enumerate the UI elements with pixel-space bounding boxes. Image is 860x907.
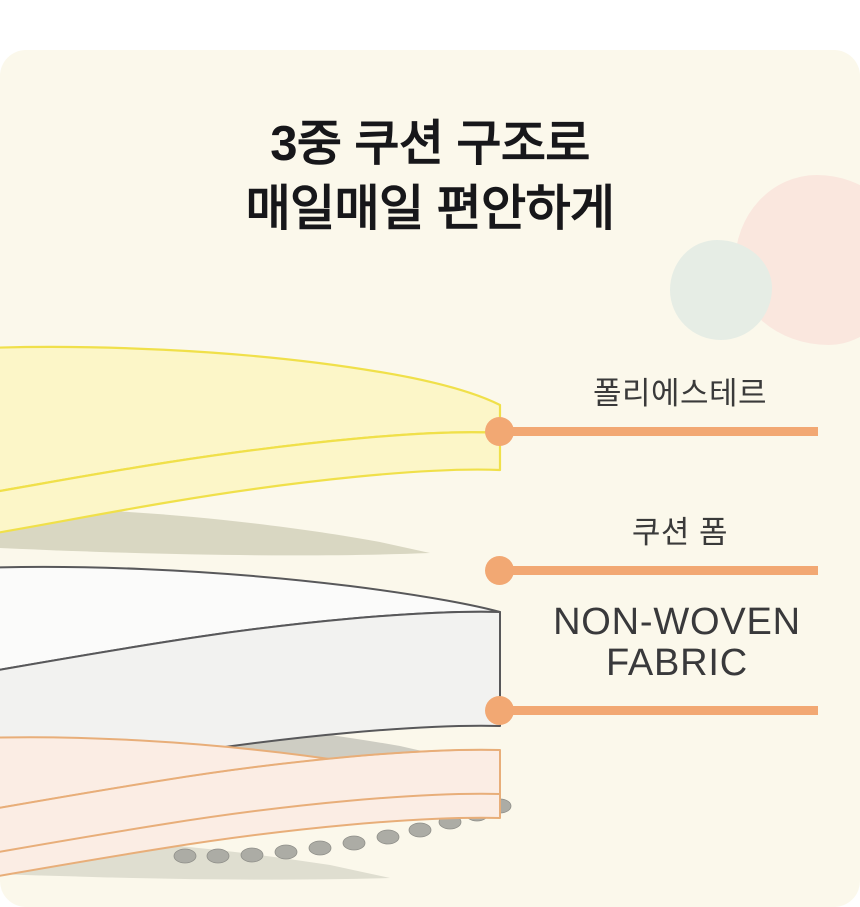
top-layer-shadow <box>0 508 430 556</box>
heading-line-1: 3중 쿠션 구조로 <box>270 117 590 171</box>
callout-label-cushion-foam: 쿠션 폼 <box>631 515 729 550</box>
cushion-layers-illustration <box>0 345 512 880</box>
callout-label-non-woven-fabric: NON-WOVEN FABRIC <box>553 601 801 685</box>
section-heading: 3중 쿠션 구조로 매일매일 편안하게 <box>0 112 860 242</box>
heading-line-2: 매일매일 편안하게 <box>245 182 615 237</box>
polyester-layer-front-face <box>0 431 502 534</box>
callout-line-polyester <box>500 427 818 436</box>
callout-label-polyester: 폴리에스테르 <box>592 376 768 411</box>
callout-dot-non-woven-fabric[interactable] <box>485 696 514 725</box>
callout-line-non-woven-fabric <box>500 706 818 715</box>
cream-panel: 3중 쿠션 구조로 매일매일 편안하게 <box>0 50 860 907</box>
callout-dot-cushion-foam[interactable] <box>485 556 514 585</box>
fabric-fold-line <box>0 748 501 809</box>
callout-dot-polyester[interactable] <box>485 417 514 446</box>
callout-line-cushion-foam <box>500 566 818 575</box>
